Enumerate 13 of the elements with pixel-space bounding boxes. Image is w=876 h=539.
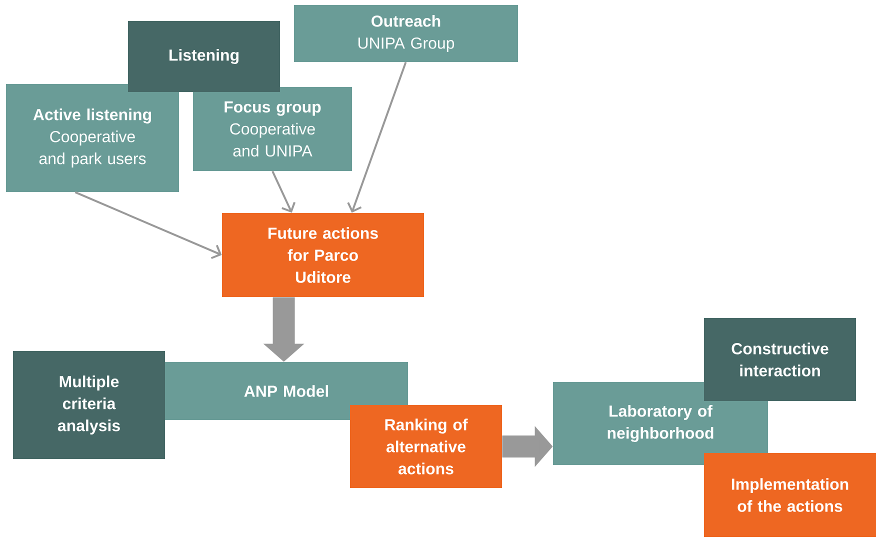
process-box: Multiple criteria analysis: [13, 351, 165, 459]
group-box: Active listening Cooperative and park users: [6, 84, 179, 192]
group-box: Listening: [128, 21, 280, 92]
arrow: [272, 170, 296, 213]
group-box: Outreach UNIPA Group: [294, 5, 518, 62]
arrow: [347, 62, 407, 213]
arrow: [74, 191, 222, 260]
result-box: Future actions for Parco Uditore: [222, 213, 424, 297]
result-box: Ranking of alternative actions: [350, 405, 502, 488]
group-box: Focus group Cooperative and UNIPA: [193, 87, 352, 171]
result-box: Implementation of the actions: [704, 453, 876, 537]
process-box: Constructive interaction: [704, 318, 856, 401]
process-box: ANP Model: [165, 362, 408, 420]
